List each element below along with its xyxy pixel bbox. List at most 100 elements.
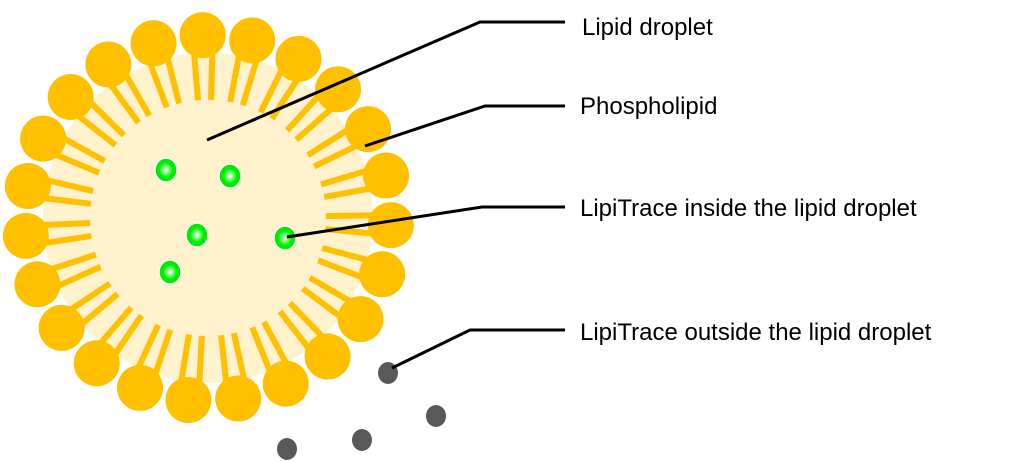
phospholipid-head (73, 340, 120, 387)
phospholipid-tail (294, 102, 338, 142)
phospholipid-head (14, 261, 61, 308)
phospholipid (215, 332, 262, 422)
phospholipid-tail (145, 57, 170, 109)
phospholipid-tail (306, 124, 354, 158)
phospholipid-tail (321, 245, 374, 265)
lipitrace-inside-dot (185, 222, 209, 248)
phospholipid-head (275, 35, 322, 82)
lipitrace-inside-dot (273, 225, 297, 251)
phospholipid-tail (84, 96, 126, 138)
phospholipid-tail (317, 257, 368, 282)
phospholipid (249, 320, 309, 407)
phospholipid-tail (45, 251, 97, 274)
phospholipid (14, 251, 102, 308)
phospholipid-tail (208, 47, 216, 101)
phospholipid (320, 152, 410, 200)
phospholipid (20, 115, 107, 176)
droplet-core (43, 53, 373, 383)
phospholipid-tail (308, 275, 357, 307)
phospholipid-tail (41, 176, 94, 194)
leader-line-lipitrace-outside (391, 328, 565, 370)
phospholipid-tail (325, 212, 379, 220)
phospholipid-tail (49, 149, 101, 176)
phospholipid-head (179, 12, 226, 59)
phospholipid-tail (72, 110, 118, 148)
phospholipid-head (85, 41, 132, 88)
phospholipid-tail (239, 54, 261, 107)
phospholipid-tail (323, 184, 376, 200)
leader-lines (206, 20, 565, 370)
phospholipid (300, 275, 384, 343)
phospholipid (4, 163, 94, 210)
phospholipid (2, 212, 92, 259)
phospholipid-tail (284, 89, 325, 133)
phospholipid-tail (196, 335, 205, 388)
phospholipid-tail (120, 69, 152, 118)
phospholipid-tail (75, 291, 120, 330)
phospholipid-head (38, 304, 85, 351)
phospholipid-tail (257, 64, 287, 114)
phospholipid (179, 12, 226, 101)
phospholipid-tail (230, 332, 249, 385)
phospholipid-tail (109, 313, 144, 361)
lipitrace-outside-dot (352, 429, 372, 451)
phospholipid-tail (64, 281, 112, 315)
lipitrace-outside-dot (277, 438, 297, 460)
phospholipid-head (229, 17, 276, 64)
leader-line-lipid-droplet (206, 20, 565, 142)
phospholipid-head (215, 375, 262, 422)
phospholipid-tail (261, 320, 292, 370)
phospholipid-tail (95, 305, 134, 350)
phospholipid-tail (300, 286, 347, 322)
phospholipid (85, 41, 152, 125)
phospholipid-tail (163, 52, 183, 105)
label-lipitrace-outside: LipiTrace outside the lipid droplet (580, 319, 932, 346)
lipitrace-outside-dot (426, 405, 446, 427)
phospholipid-head (117, 364, 164, 411)
phospholipid-tail (51, 263, 102, 291)
phospholipid-tail (218, 334, 230, 388)
phospholipid-head (47, 74, 94, 121)
lipitrace-outside-dots (277, 362, 446, 460)
phospholipid (117, 323, 174, 411)
phospholipid-head (359, 251, 406, 298)
phospholipid-tail (150, 328, 174, 381)
phospholipid-tail (277, 309, 315, 355)
phospholipid (317, 245, 406, 298)
phospholipid-tail (38, 220, 91, 229)
phospholipid-head (4, 163, 51, 210)
phospholipid-tail (312, 141, 363, 170)
phospholipid-tail (190, 48, 202, 101)
phospholipid-tail (57, 133, 107, 164)
lipitrace-inside-dot (154, 157, 178, 183)
phospholipid-tail (133, 323, 161, 374)
phospholipid-head (2, 212, 49, 259)
leader-line-phospholipid (364, 104, 565, 148)
phospholipid (165, 333, 212, 423)
phospholipid (130, 20, 183, 109)
label-phospholipid: Phospholipid (580, 93, 718, 120)
phospholipid-tail (38, 194, 92, 207)
phospholipid-layer (2, 12, 414, 423)
lipitrace-inside-dot (218, 163, 242, 189)
label-lipitrace-inside: LipiTrace inside the lipid droplet (580, 195, 917, 222)
phospholipid-head (367, 202, 414, 249)
phospholipid-tail (227, 50, 243, 103)
phospholipid (227, 17, 276, 107)
label-lipid-droplet: Lipid droplet (582, 14, 713, 41)
phospholipid-tail (320, 166, 372, 188)
phospholipid-tail (39, 232, 92, 247)
lipitrace-inside-dots (154, 157, 297, 285)
phospholipid-tail (177, 333, 192, 387)
phospholipid-head (130, 20, 177, 67)
phospholipid (38, 281, 120, 351)
lipitrace-inside-dot (158, 259, 182, 285)
phospholipid-tail (249, 326, 275, 377)
phospholipid-head (337, 296, 384, 343)
phospholipid (277, 300, 351, 380)
phospholipid (73, 305, 144, 387)
phospholipid-head (20, 115, 67, 162)
phospholipid-tail (287, 300, 329, 343)
phospholipid (47, 74, 126, 148)
